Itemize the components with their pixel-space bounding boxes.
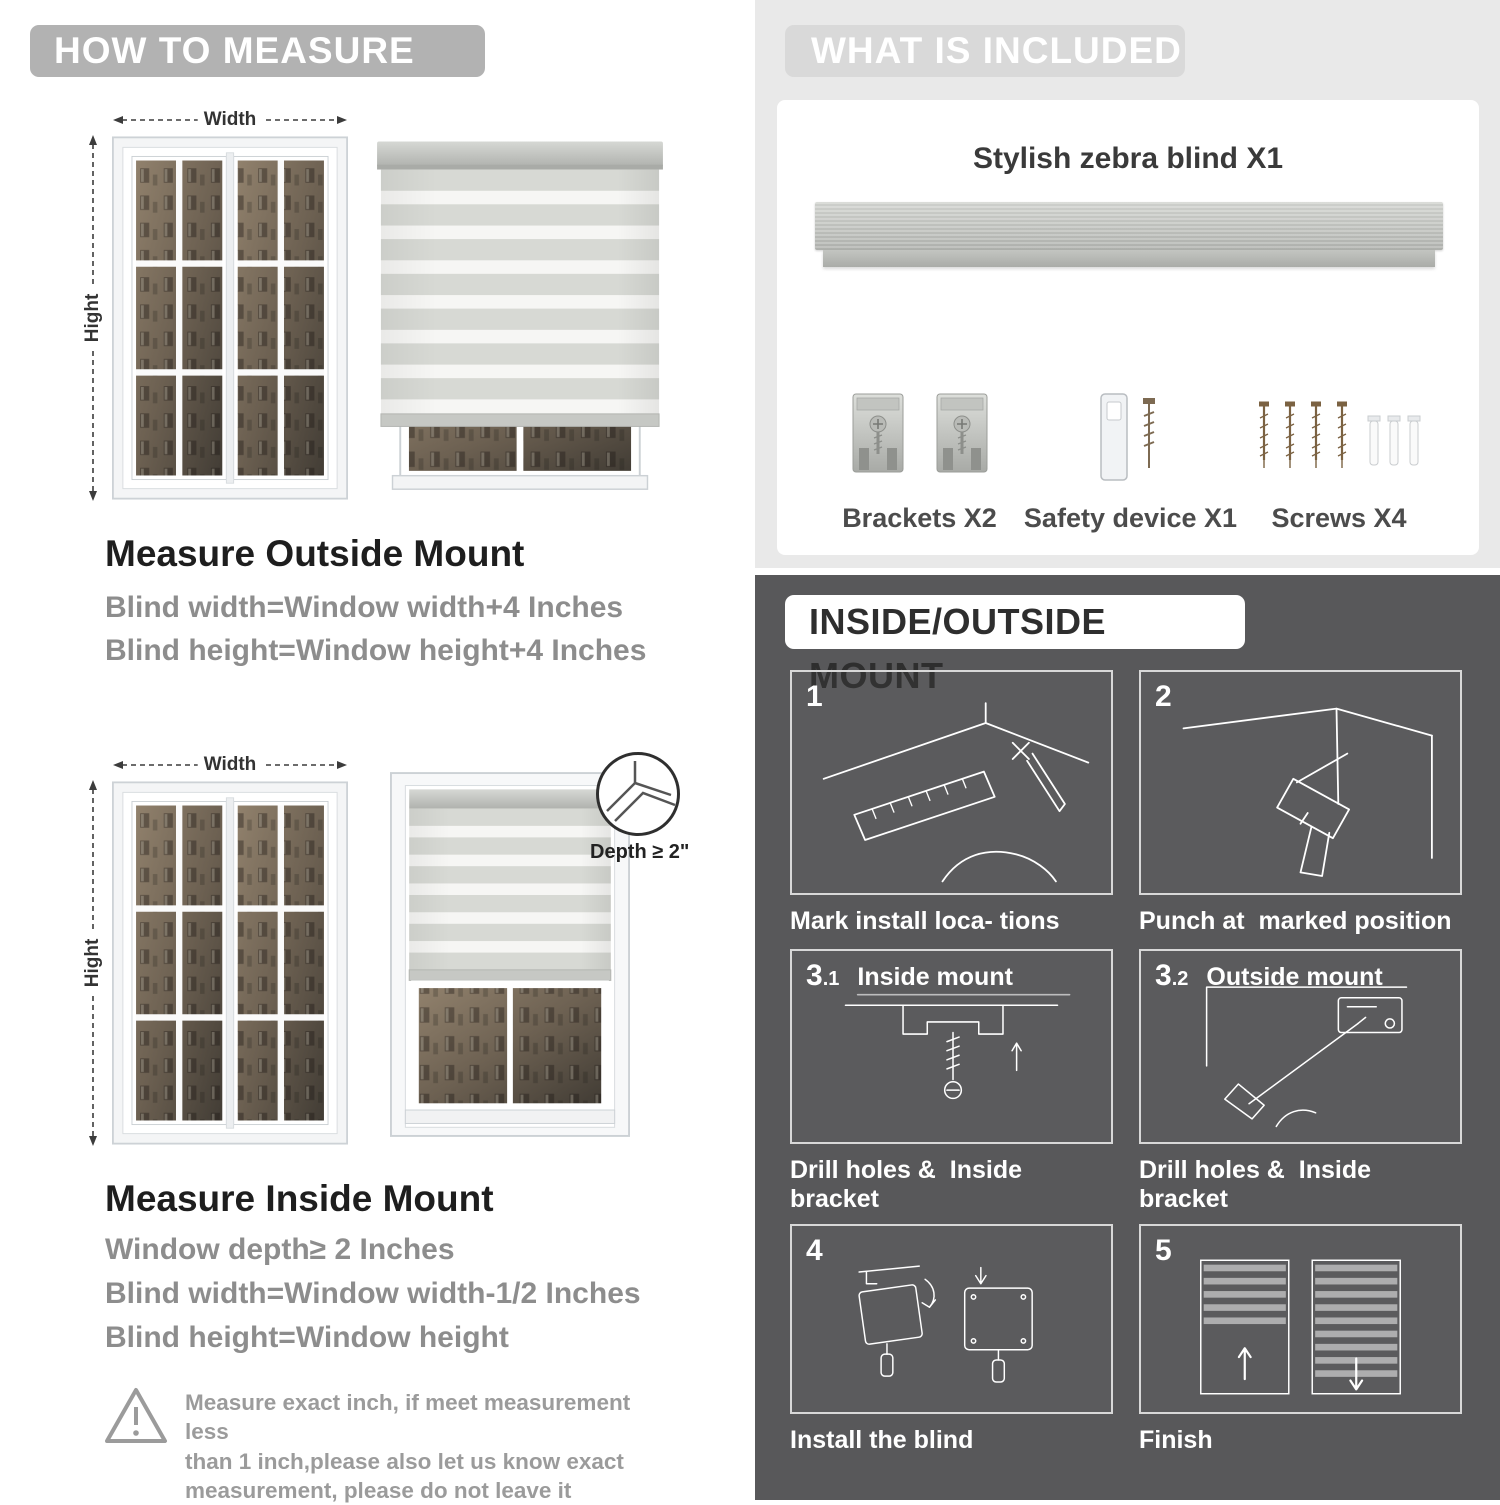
finish-art: [1200, 1259, 1401, 1395]
outside-bracket-art: [1205, 986, 1408, 1128]
outside-mount-window-illustration: Width Hight: [82, 109, 445, 512]
step-4-number: 4: [806, 1234, 823, 1267]
bracket-icon: [852, 393, 903, 473]
outside-mount-line1: Blind width=Window width+4 Inches: [105, 591, 624, 624]
depth-label: Depth ≥ 2": [590, 841, 690, 863]
outside-mount-line2: Blind height=Window height+4 Inches: [105, 634, 647, 667]
mount-header: INSIDE/OUTSIDE MOUNT: [785, 595, 1245, 696]
mount-steps-grid: 1 Mark instal: [790, 670, 1462, 1468]
window-drawing: [112, 134, 348, 502]
how-to-measure-header: HOW TO MEASURE: [30, 25, 485, 77]
inside-mount-blind-illustration: [390, 772, 630, 1137]
step-2-caption: Punch at marked position: [1139, 907, 1452, 935]
brackets-item: Brackets X2: [822, 330, 1017, 534]
height-dimension-arrow: Hight: [82, 779, 104, 1147]
height-label: Hight: [82, 932, 104, 994]
outside-mount-title: Measure Outside Mount: [105, 533, 525, 574]
install-blind-art: [858, 1265, 1033, 1383]
window-drawing: [112, 779, 348, 1147]
step-1: 1 Mark instal: [790, 670, 1113, 939]
what-is-included-header: WHAT IS INCLUDED: [785, 25, 1185, 77]
mark-locations-art: [822, 702, 1090, 883]
width-label: Width: [197, 109, 263, 131]
screws-icons: [1252, 330, 1427, 485]
bracket-icons: [843, 330, 997, 485]
included-card: Stylish zebra blind X1: [777, 100, 1479, 555]
drill-art: [1182, 707, 1433, 877]
step-5-number: 5: [1155, 1234, 1172, 1267]
width-dimension-arrow: Width: [112, 754, 348, 776]
brackets-label: Brackets X2: [842, 503, 997, 533]
step-4: 4: [790, 1224, 1113, 1458]
width-dimension-arrow: Width: [112, 109, 348, 131]
height-dimension-arrow: Hight: [82, 134, 104, 502]
step-2-illustration: 2: [1139, 670, 1462, 895]
height-label: Hight: [82, 287, 104, 349]
inside-mount-window-illustration: Width Hight: [82, 754, 445, 1157]
step-1-illustration: 1: [790, 670, 1113, 895]
width-label: Width: [197, 754, 263, 776]
step-5-illustration: 5: [1139, 1224, 1462, 1414]
zebra-blind-label: Stylish zebra blind X1: [972, 142, 1284, 175]
inside-mount-title: Measure Inside Mount: [105, 1178, 494, 1219]
step-1-number: 1: [806, 680, 823, 713]
what-is-included-section: WHAT IS INCLUDED Stylish zebra blind X1: [755, 0, 1500, 568]
step-3-2-caption: Drill holes & Inside bracket: [1139, 1156, 1378, 1213]
screws-item: Screws X4: [1244, 330, 1434, 534]
measurement-note: Measure exact inch, if meet measurement …: [185, 1390, 631, 1503]
step-4-caption: Install the blind: [790, 1426, 974, 1454]
how-to-measure-panel: HOW TO MEASURE Width Hight: [0, 0, 750, 1503]
step-5: 5: [1139, 1224, 1462, 1458]
depth-detail-magnifier: [596, 752, 680, 836]
step-2: 2 Punch at marked position: [1139, 670, 1462, 939]
mount-instructions-section: INSIDE/OUTSIDE MOUNT 1: [755, 575, 1500, 1500]
safety-device-icon: [1071, 330, 1191, 485]
step-4-illustration: 4: [790, 1224, 1113, 1414]
step-5-caption: Finish: [1139, 1426, 1213, 1454]
inside-mount-line2: Blind width=Window width-1/2 Inches: [105, 1277, 641, 1310]
zebra-blind-rail-lip: [823, 250, 1435, 267]
step-2-number: 2: [1155, 680, 1172, 713]
zebra-blind-rail-image: [815, 202, 1443, 250]
bracket-icon: [936, 393, 987, 473]
inside-bracket-art: [844, 993, 1071, 1100]
screws-label: Screws X4: [1271, 503, 1407, 533]
safety-device-label: Safety device X1: [1023, 503, 1238, 533]
step-3-1-caption: Drill holes & Inside bracket: [790, 1156, 1029, 1213]
included-components-row: Brackets X2 Safety d: [822, 330, 1434, 534]
inside-mount-line3: Blind height=Window height: [105, 1321, 509, 1354]
outside-mount-blind-illustration: [375, 128, 665, 495]
safety-device-item: Safety device X1: [1021, 330, 1241, 534]
step-1-caption: Mark install loca- tions: [790, 907, 1060, 935]
inside-mount-line1: Window depth≥ 2 Inches: [105, 1233, 455, 1266]
warning-icon: [103, 1385, 169, 1447]
